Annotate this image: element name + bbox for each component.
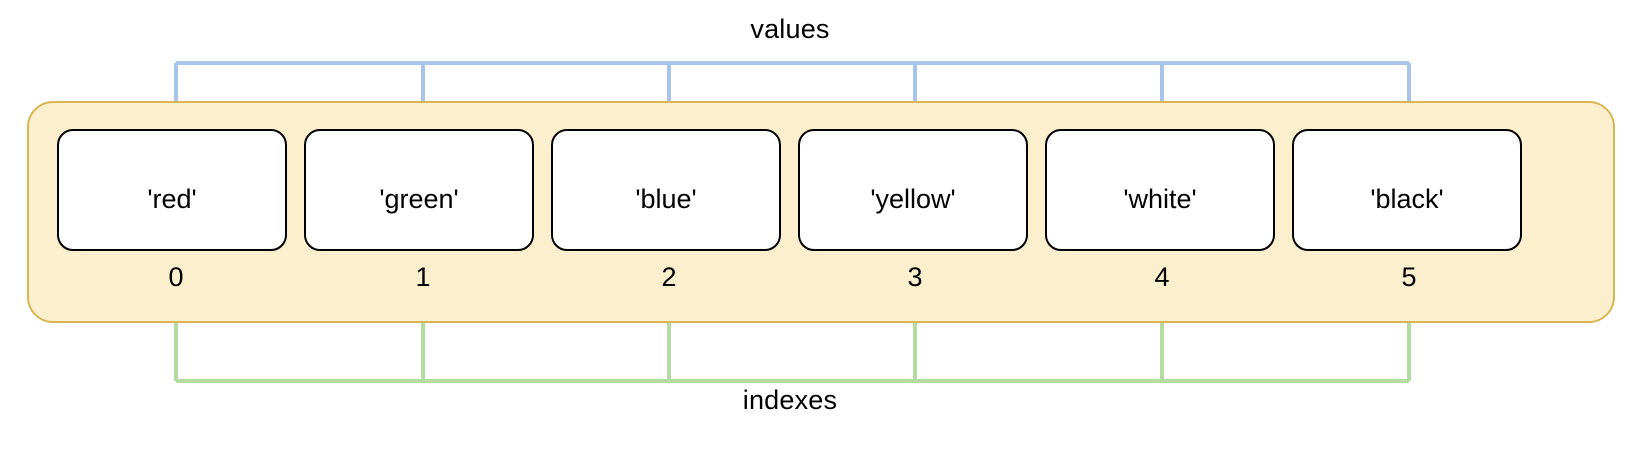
values-connectors (174, 61, 1419, 136)
array-cell[interactable]: 'blue' (551, 129, 781, 251)
cell-value: 'green' (379, 183, 459, 214)
cell-value: 'black' (1370, 183, 1444, 214)
array-cell[interactable]: 'red' (57, 129, 287, 251)
array-cell[interactable]: 'yellow' (798, 129, 1028, 251)
cell-value: 'yellow' (870, 183, 956, 214)
index-label: 0 (168, 262, 184, 292)
indexes-label: indexes (742, 385, 838, 415)
index-label: 2 (661, 262, 677, 292)
array-cell[interactable]: 'green' (304, 129, 534, 251)
index-label: 4 (1154, 262, 1170, 292)
array-cell[interactable]: 'white' (1045, 129, 1275, 251)
cell-value: 'blue' (635, 183, 697, 214)
index-label: 5 (1401, 262, 1417, 292)
indexes-connectors (166, 312, 1411, 383)
index-label: 1 (415, 262, 431, 292)
cell-value: 'white' (1123, 183, 1197, 214)
cell-value: 'red' (147, 183, 197, 214)
values-label: values (750, 14, 830, 44)
array-cell[interactable]: 'black' (1292, 129, 1522, 251)
index-label: 3 (907, 262, 923, 292)
